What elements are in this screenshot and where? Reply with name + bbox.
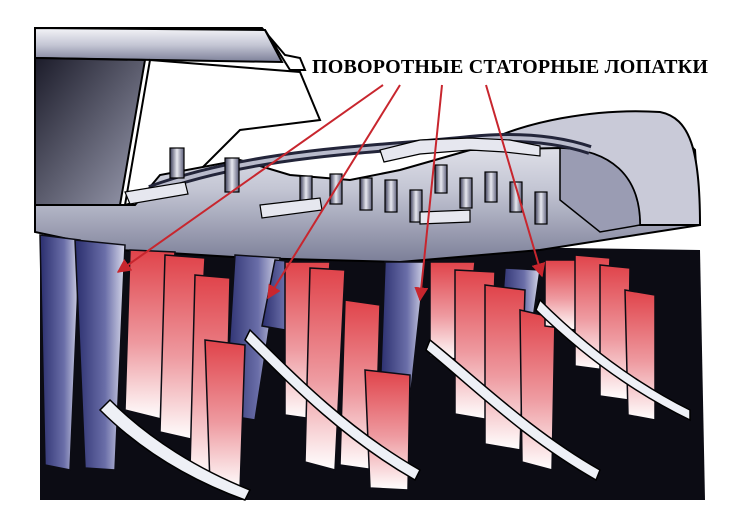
rotor-platforms <box>98 298 691 501</box>
pointer-arrows <box>116 84 546 302</box>
arrow-to-vane-2 <box>267 84 401 300</box>
arrow-to-vane-3 <box>414 84 443 302</box>
variable-stator-vanes-label: ПОВОРОТНЫЕ СТАТОРНЫЕ ЛОПАТКИ <box>312 56 709 78</box>
actuator-posts <box>169 147 548 225</box>
actuator-mechanism <box>124 133 592 225</box>
arrow-to-vane-4 <box>485 84 546 278</box>
lever-arms <box>124 137 541 225</box>
arrow-to-vane-1 <box>116 84 384 273</box>
